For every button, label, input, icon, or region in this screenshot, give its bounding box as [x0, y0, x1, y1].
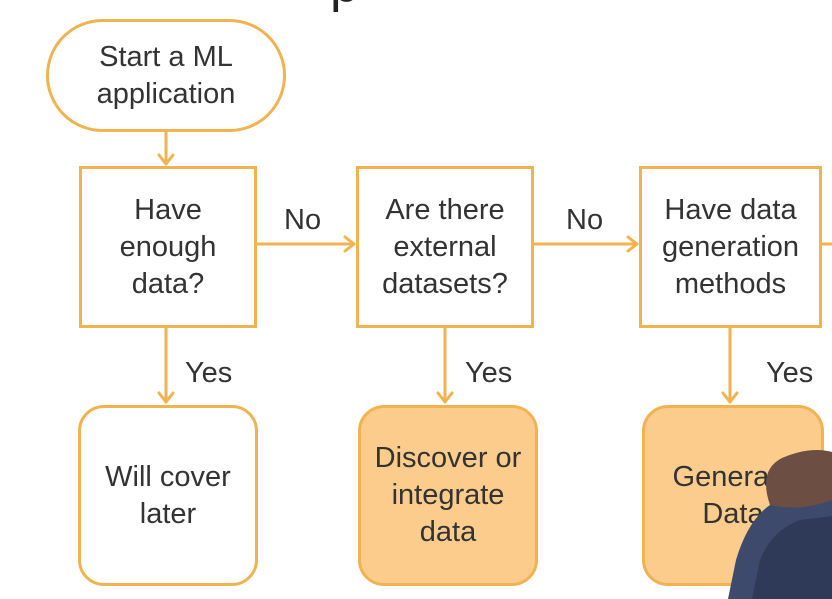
- arrowhead-generation-to-generate: [721, 391, 739, 404]
- node-discover-integrate-label: Discover or integrate data: [374, 442, 522, 548]
- slide-title-fragment: p: [330, 0, 390, 12]
- node-start-label: Start a ML application: [96, 40, 236, 110]
- edge-label-no-1: No: [284, 204, 322, 236]
- arrowhead-start-to-have-enough: [157, 153, 175, 166]
- arrowhead-external-to-generation: [626, 235, 639, 253]
- arrowhead-external-to-discover: [436, 391, 454, 404]
- edge-label-yes-3: Yes: [766, 357, 814, 389]
- node-start: Start a ML application: [46, 19, 286, 132]
- node-discover-integrate: Discover or integrate data: [358, 405, 538, 586]
- edge-label-yes-2: Yes: [465, 357, 513, 389]
- presenter-shadow: [752, 516, 832, 599]
- arrowhead-have-enough-to-external: [343, 235, 356, 253]
- arrowhead-have-enough-to-cover-later: [157, 391, 175, 404]
- node-external-datasets-label: Are there external datasets?: [382, 193, 508, 300]
- node-have-enough-data: Have enough data?: [79, 166, 257, 328]
- node-data-generation-methods: Have data generation methods: [639, 166, 822, 328]
- edge-label-no-2: No: [566, 204, 604, 236]
- node-data-generation-methods-label: Have data generation methods: [661, 193, 800, 300]
- edge-label-yes-1: Yes: [185, 357, 233, 389]
- node-will-cover-later-label: Will cover later: [105, 460, 231, 530]
- node-will-cover-later: Will cover later: [78, 405, 258, 586]
- presenter-head: [766, 450, 832, 508]
- node-have-enough-data-label: Have enough data?: [119, 193, 217, 300]
- node-external-datasets: Are there external datasets?: [356, 166, 534, 328]
